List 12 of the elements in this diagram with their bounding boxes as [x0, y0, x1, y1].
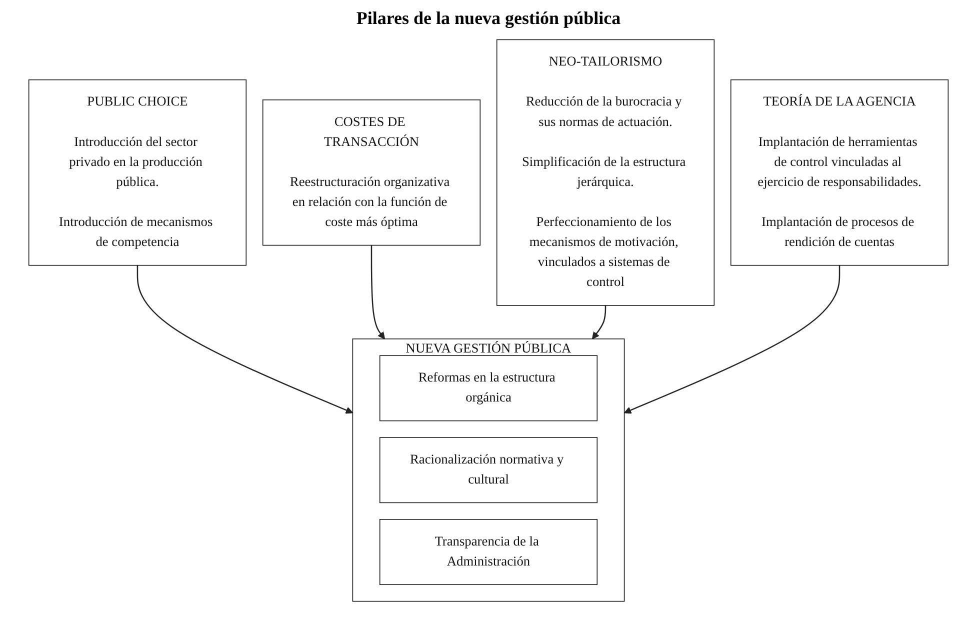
arrow — [136, 265, 354, 414]
diagram-title: Pilares de la nueva gestión pública — [355, 8, 622, 29]
node-box: PUBLIC CHOICE Introducción del sector privado en la producción pública. Introducción de mecanismos de competencia — [28, 79, 247, 266]
node-box: COSTES DE TRANSACCIÓN Reestructuración organizativa en relación con la función de coste más óptima — [262, 99, 481, 246]
node-box: TEORÍA DE LA AGENCIA Implantación de herramientas de control vinculadas al ejercicio de responsabilidades. Implantación de procesos de rendición de cuentas — [730, 79, 949, 266]
node-box: Transparencia de la Administración — [379, 519, 598, 586]
node-box: Reformas en la estructura orgánica — [379, 355, 598, 422]
node-box: Racionalización normativa y cultural — [379, 437, 598, 504]
arrow — [592, 305, 606, 340]
node-box: NEO-TAILORISMO Reducción de la burocracia y sus normas de actuación. Simplificación de la estructura jerárquica. Perfeccionamiento de los mecanismos de motivación, vinculados a sistemas de control — [496, 39, 715, 306]
arrow — [370, 245, 386, 340]
arrow — [624, 265, 840, 414]
